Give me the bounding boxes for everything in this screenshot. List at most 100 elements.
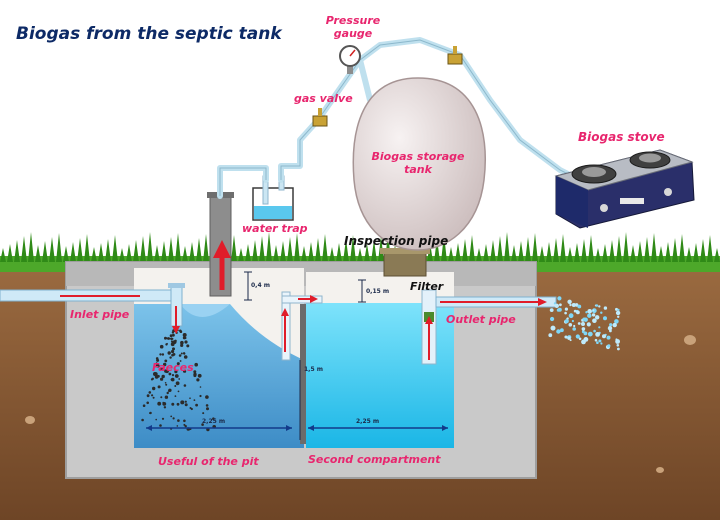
faeces-particle [205,395,209,399]
spray-droplet [569,339,572,342]
faeces-particle [179,330,183,334]
pressure-gauge-label: Pressure gauge [318,14,388,40]
soil-pebble [25,416,35,424]
spray-droplet [600,342,603,345]
spray-droplet [606,335,611,340]
faeces-particle [155,357,159,360]
faeces-particle [165,383,168,386]
spray-droplet [615,310,621,316]
faeces-particle [149,411,152,415]
faeces-particle [152,386,156,391]
spray-droplet [557,296,562,301]
spray-droplet [564,335,568,339]
faeces-particle [199,394,202,398]
spray-droplet [598,326,601,329]
faeces-particle [177,419,180,422]
faeces-particle [165,343,168,346]
faeces-particle [160,377,164,381]
spray-droplet [548,333,553,338]
faeces-particle [205,404,209,407]
spray-droplet [550,325,556,331]
spray-droplet [567,336,571,340]
water-trap [252,175,294,221]
faeces-particle [146,401,149,405]
spray-droplet [603,316,607,321]
faeces-particle [157,385,161,389]
faeces-particle [142,404,146,408]
stove-label: Biogas stove [578,130,665,144]
soil-pebble [684,335,696,345]
faeces-particle [180,352,183,355]
spray-droplet [556,329,561,334]
faeces-particle [157,401,162,406]
faeces-particle [180,343,184,347]
faeces-particle [170,340,173,343]
first-compartment-label: Useful of the pit [158,455,259,468]
faeces-particle [171,378,175,382]
faeces-particle [171,338,174,340]
faeces-particle [171,351,174,354]
dimension-lines [146,271,448,440]
faeces-particle [180,340,184,345]
pressure-gauge-label-line2: gauge [333,27,373,40]
faeces-particle [183,355,188,359]
faeces-particle [167,351,171,355]
spray-droplet [550,316,555,322]
page-title: Biogas from the septic tank [16,24,282,44]
storage-tank-label: Biogas storage tank [366,150,470,176]
faeces-particle [186,344,190,348]
faeces-particle [170,415,173,418]
faeces-particle [171,402,175,406]
gas-valve-icon[interactable] [447,46,463,65]
faeces-particle [161,374,165,379]
spray-droplet [596,341,599,345]
spray-droplet [615,307,618,311]
spray-droplet [595,304,599,307]
faeces-particle [193,375,196,377]
faeces-particle [163,406,167,409]
gas-valve-label: gas valve [294,92,353,105]
spray-droplet [574,303,579,307]
faeces-particle [161,417,165,420]
spray-droplet [595,332,600,337]
faeces-particle [155,364,160,368]
gas-valve-icon[interactable] [312,108,328,127]
faeces-particle [177,390,180,393]
spray-droplet [593,329,596,333]
dimension-depth: 1,5 m [304,366,323,373]
faeces-particle [162,401,164,404]
spray-droplet [554,303,559,308]
spray-droplet [575,334,580,339]
water-surface-highlight [180,304,230,317]
spray-droplet [587,331,593,337]
spray-droplet [576,310,580,315]
spray-droplet [571,303,576,307]
spray-droplet [569,303,572,307]
second-compartment-label: Second compartment [308,453,441,466]
faeces-particle [172,333,175,337]
spray-droplet [581,322,585,326]
biogas-stove-icon [554,149,695,229]
inspection-pipe-label: Inspection pipe [344,234,449,248]
discharge-spray [548,296,621,351]
spray-droplet [564,307,569,311]
faeces-particle [159,344,164,349]
spray-droplet [598,339,602,343]
faeces-particle [183,419,186,423]
faeces-particle [183,384,187,387]
faeces-particle [174,374,179,378]
water-trap-label: water trap [242,222,308,235]
spray-droplet [592,318,597,324]
spray-droplet [573,309,577,313]
faeces-particle [159,353,162,356]
faeces-particle [164,382,167,384]
faeces-particle [189,397,191,400]
faeces-particle [170,342,175,347]
faeces-particle [167,390,170,392]
spray-droplet [581,330,585,334]
faeces-particle [155,362,158,364]
spray-droplet [602,334,606,339]
spray-droplet [578,337,582,341]
spray-droplet [587,309,592,314]
faeces-particle [179,360,182,362]
